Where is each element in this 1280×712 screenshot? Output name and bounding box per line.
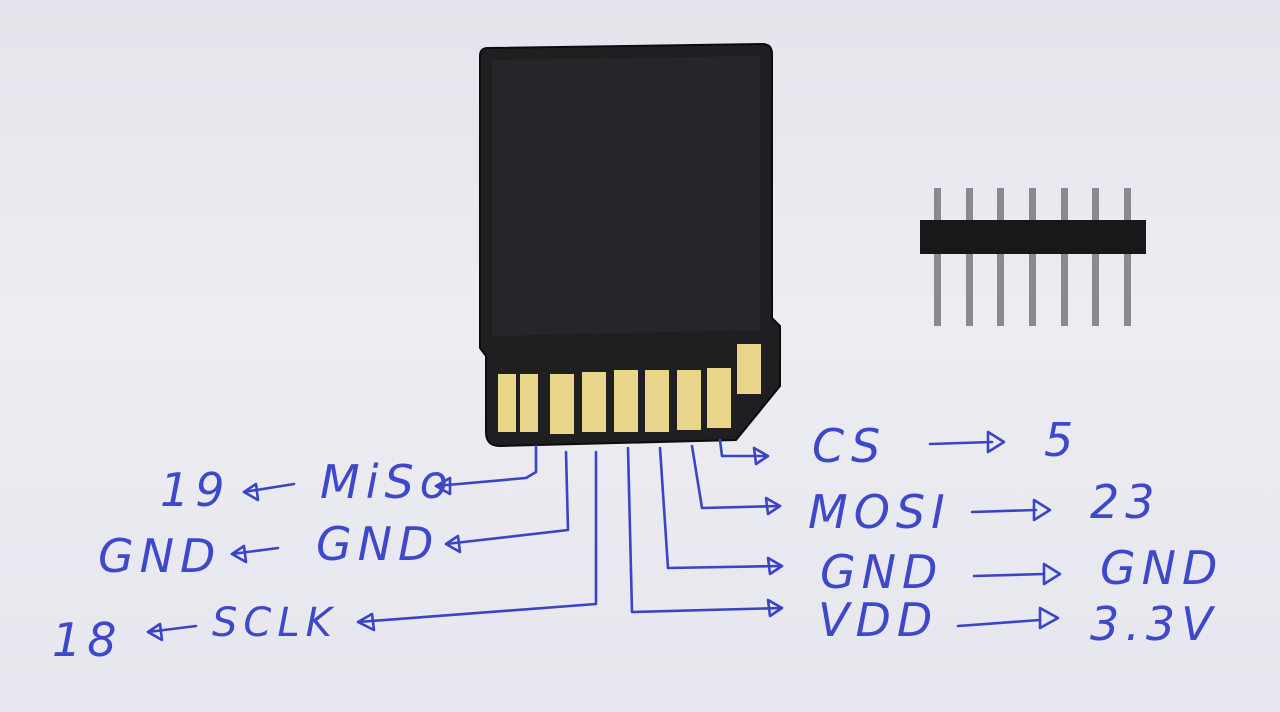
gnd-left-label: GND — [316, 517, 439, 571]
sclk-label: SCLK — [212, 600, 338, 646]
vdd-label: VDD — [818, 593, 938, 647]
cs-label: CS — [812, 419, 886, 473]
gnd-right-target-label: GND — [1100, 541, 1223, 595]
miso-gpio-label: 19 — [160, 463, 231, 517]
mosi-label: MOSI — [808, 485, 951, 539]
gnd-left-target-label: GND — [98, 529, 221, 583]
miso-label: MiSo — [320, 455, 454, 509]
cs-gpio-label: 5 — [1044, 413, 1079, 467]
gnd-right-label: GND — [820, 545, 943, 599]
wires — [146, 430, 1062, 642]
sd-card-contacts — [498, 344, 761, 434]
sclk-gpio-label: 18 — [52, 613, 123, 667]
pin-header — [920, 188, 1146, 326]
sd-card — [479, 42, 781, 448]
mosi-gpio-label: 23 — [1090, 475, 1161, 529]
labels: 19 MiSo GND GND 18 SCLK CS 5 MOSI 23 GND… — [52, 413, 1223, 667]
vdd-target-label: 3.3V — [1090, 597, 1219, 651]
